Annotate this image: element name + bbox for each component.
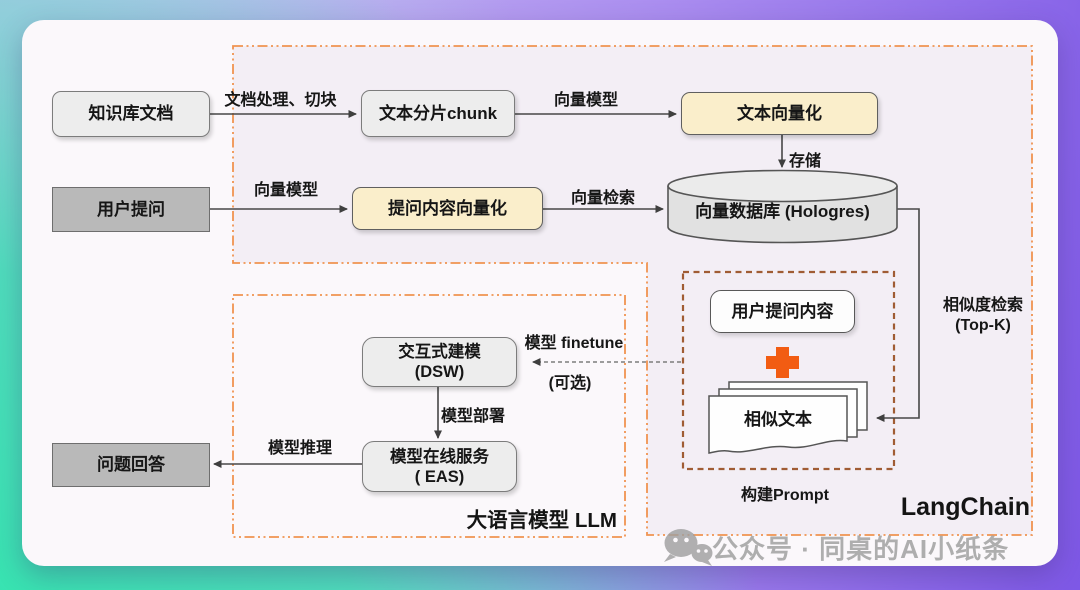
node-similar-text-label: 相似文本 (744, 410, 812, 429)
label-langchain: LangChain (900, 493, 1030, 521)
edge-label-inference: 模型推理 (267, 440, 332, 457)
node-answer-label: 问题回答 (97, 455, 165, 474)
node-dsw-line2: (DSW) (414, 363, 465, 381)
edge-label-vector-model-bottom: 向量模型 (253, 182, 318, 199)
edge-label-topk: 相似度检索 (Top-K) (928, 296, 1038, 336)
node-question-vectorize-label: 提问内容向量化 (388, 198, 507, 218)
edge-label-topk-line2: (Top-K) (955, 317, 1011, 334)
node-user-question-label: 用户提问 (97, 199, 165, 219)
node-text-vectorize-label: 文本向量化 (737, 103, 822, 123)
edge-label-vector-search: 向量检索 (570, 190, 635, 207)
node-user-question: 用户提问 (52, 187, 210, 232)
node-eas-line2: ( EAS) (414, 467, 465, 486)
node-knowledge-doc: 知识库文档 (52, 91, 210, 137)
node-user-question-content-label: 用户提问内容 (731, 301, 834, 321)
node-vector-db-label: 向量数据库 (Hologres) (695, 202, 870, 221)
label-build-prompt: 构建Prompt (740, 487, 829, 504)
node-text-chunk: 文本分片chunk (361, 90, 515, 137)
edge-label-store: 存储 (789, 153, 822, 170)
label-llm-region: 大语言模型 LLM (466, 509, 617, 532)
node-user-question-content: 用户提问内容 (710, 290, 855, 333)
edge-label-deploy: 模型部署 (441, 408, 506, 425)
watermark-text: 公众号 · 同桌的AI小纸条 (712, 534, 1010, 564)
node-dsw: 交互式建模 (DSW) (362, 337, 517, 387)
node-text-vectorize: 文本向量化 (681, 92, 878, 135)
node-question-vectorize: 提问内容向量化 (352, 187, 543, 230)
edge-label-vector-model-top: 向量模型 (553, 92, 618, 109)
edge-label-doc-process: 文档处理、切块 (224, 92, 337, 109)
node-answer: 问题回答 (52, 443, 210, 487)
edge-label-finetune: 模型 finetune (524, 335, 624, 352)
node-eas: 模型在线服务 ( EAS) (362, 441, 517, 492)
node-dsw-line1: 交互式建模 (398, 343, 481, 361)
edge-label-topk-line1: 相似度检索 (942, 297, 1023, 314)
node-similar-text-label-wrap: 相似文本 (709, 407, 847, 433)
node-knowledge-doc-label: 知识库文档 (88, 104, 174, 123)
node-vector-db-label-wrap: 向量数据库 (Hologres) (668, 194, 897, 230)
edge-label-optional: (可选) (548, 375, 592, 392)
node-text-chunk-label: 文本分片chunk (378, 103, 498, 123)
node-eas-line1: 模型在线服务 (390, 447, 489, 466)
